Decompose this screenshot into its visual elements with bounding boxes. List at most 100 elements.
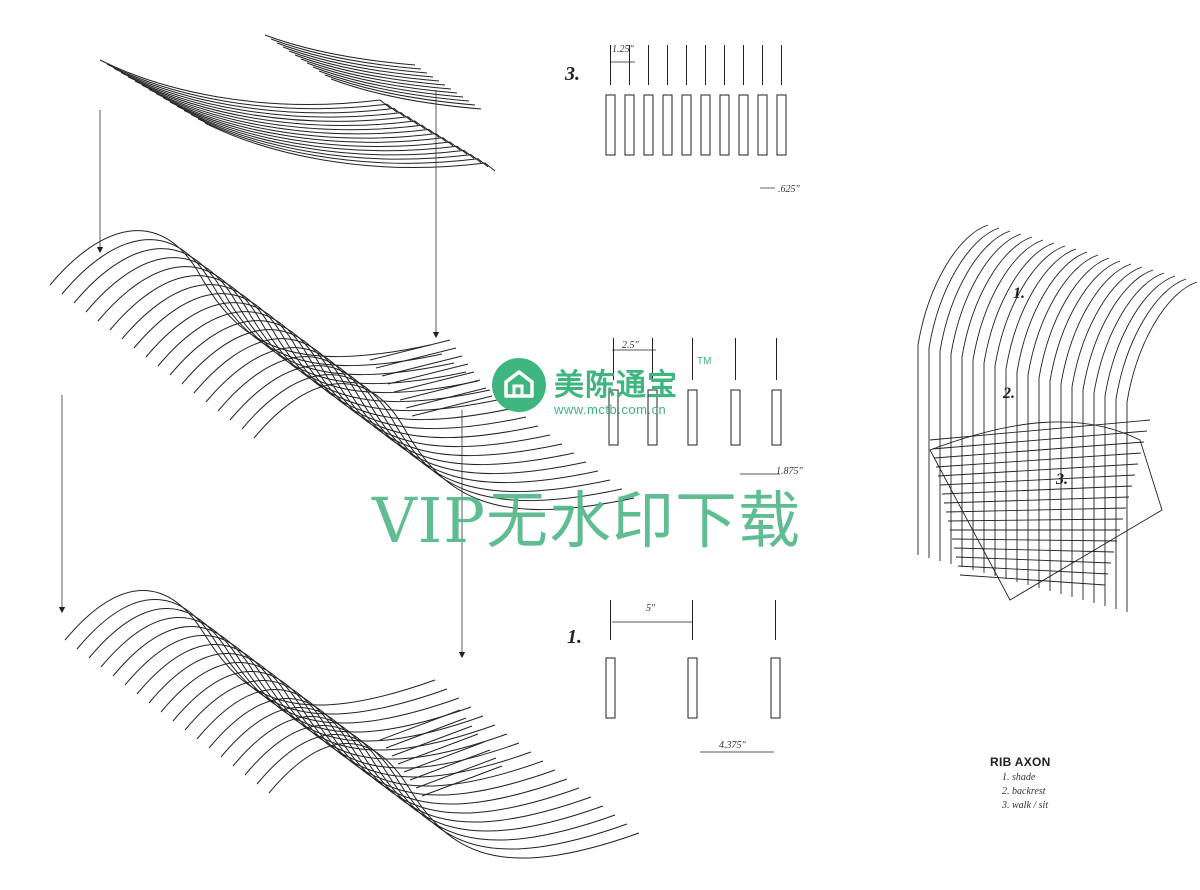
rib-profile: [421, 765, 503, 797]
rib-profile: [330, 78, 482, 110]
axon-rib-profile: [1016, 251, 1088, 582]
rib-profile: [411, 395, 493, 417]
rib-profile: [220, 706, 592, 823]
axon-seat-slat: [939, 474, 1136, 486]
rib-set-2-sections: [608, 338, 782, 475]
rib-profile: [162, 97, 454, 147]
axon-rib-profile: [1049, 260, 1121, 591]
rib-set-1-number: 1.: [567, 626, 582, 648]
rib-profile: [196, 688, 568, 805]
axon-rib-profile: [939, 230, 1011, 561]
rib-profile: [120, 72, 412, 121]
rib-profile: [112, 625, 484, 742]
brand-logo: 美陈通宝 TM www.mctb.com.cn: [492, 354, 722, 424]
rib-profile: [197, 118, 489, 168]
rib-section-rect: [770, 657, 781, 719]
rib-axon-legend: RIB AXON 1. shade 2. backrest 3. walk / …: [990, 755, 1170, 814]
rib-profile: [176, 105, 468, 155]
rib-set-3-number: 3.: [564, 63, 580, 85]
rib-profile: [88, 607, 460, 724]
rib-section-rect: [605, 94, 616, 156]
axon-rib-profile: [917, 224, 989, 555]
rib-set-3-spacing-dimension: 1.25": [612, 44, 635, 55]
rib-profile: [385, 717, 467, 749]
rib-profile: [276, 42, 428, 74]
axon-seat-slat: [931, 430, 1148, 450]
axon-seat-slat: [959, 574, 1106, 586]
rib-profile: [369, 339, 451, 361]
axon-label-shade: 1.: [1013, 285, 1025, 302]
rib-profile: [282, 46, 434, 78]
rib-section-rect: [624, 94, 635, 156]
rib-set-1-sections: [605, 600, 781, 753]
rib-set-1-spacing-dimension: 5": [646, 603, 656, 614]
assembly-top-ribs: [99, 34, 496, 172]
axon-label-walk-sit: 3.: [1055, 471, 1068, 488]
axon-seat-slat: [953, 547, 1115, 553]
rib-set-3-sections: [605, 45, 787, 189]
rib-profile: [113, 67, 405, 117]
assembly-bottom-ribs: [64, 589, 640, 859]
rib-profile: [403, 741, 485, 773]
rib-section-rect: [681, 94, 692, 156]
axon-rib-profile: [961, 236, 1033, 567]
rib-section-rect: [605, 657, 616, 719]
axon-rib-profile: [1093, 272, 1165, 603]
rib-profile: [391, 725, 473, 757]
rib-profile: [288, 50, 440, 82]
axon-rib-profile: [928, 227, 1000, 558]
brand-url: www.mctb.com.cn: [554, 402, 667, 417]
rib-section-rect: [757, 94, 768, 156]
rib-profile: [244, 724, 616, 841]
rib-profile: [64, 589, 436, 706]
axon-rib-profile: [1071, 266, 1143, 597]
rib-profile: [399, 379, 481, 401]
axon-seat-slat: [951, 538, 1118, 542]
axon-rib-profile: [1104, 275, 1176, 606]
axon-rib-profile: [1115, 278, 1187, 609]
rib-profile: [229, 365, 611, 492]
rib-profile: [100, 616, 472, 733]
rib-section-rect: [776, 94, 787, 156]
rib-profile: [232, 715, 604, 832]
brand-name: 美陈通宝: [554, 368, 678, 403]
rib-section-rect: [687, 657, 698, 719]
axon-rib-profile: [1126, 281, 1198, 612]
rib-set-2-spacing-dimension: 2.5": [622, 340, 640, 351]
rib-section-rect: [608, 389, 619, 446]
axon-rib-profile: [1005, 248, 1077, 579]
axon-rib-profile: [972, 239, 1044, 570]
rib-profile: [294, 54, 446, 86]
axon-seat-outline: [929, 421, 1163, 601]
rib-profile: [312, 66, 464, 98]
rib-profile: [381, 355, 463, 377]
rib-profile: [184, 679, 556, 796]
rib-profile: [136, 643, 508, 760]
axon-seat-slat: [933, 441, 1145, 459]
axon-seat-slat: [955, 556, 1112, 564]
rib-set-1: 1. 5" 4.375": [567, 600, 781, 753]
rib-profile: [405, 387, 487, 409]
rib-section-rect: [730, 389, 741, 446]
rib-set-2-gap-dimension: 1.875": [776, 466, 804, 477]
rib-profile: [217, 356, 599, 483]
rib-profile: [76, 598, 448, 715]
rib-profile: [190, 114, 482, 163]
rib-axon-drawing: [917, 224, 1198, 612]
axon-rib-profile: [994, 245, 1066, 576]
rib-section-rect: [647, 389, 658, 446]
rib-profile: [127, 76, 419, 126]
rib-profile: [172, 670, 544, 787]
rib-profile: [160, 661, 532, 778]
assembly-middle-ribs: [49, 230, 635, 510]
rib-profile: [318, 70, 470, 102]
rib-profile: [148, 88, 440, 138]
rib-set-1-gap-dimension: 4.375": [719, 740, 747, 751]
rib-profile: [141, 84, 433, 134]
rib-profile: [256, 733, 628, 850]
axon-seat-slat: [945, 507, 1127, 513]
rib-section-rect: [700, 94, 711, 156]
axon-seat-slat: [943, 496, 1130, 504]
rib-set-3: 3. 1.25" .625": [564, 44, 801, 195]
